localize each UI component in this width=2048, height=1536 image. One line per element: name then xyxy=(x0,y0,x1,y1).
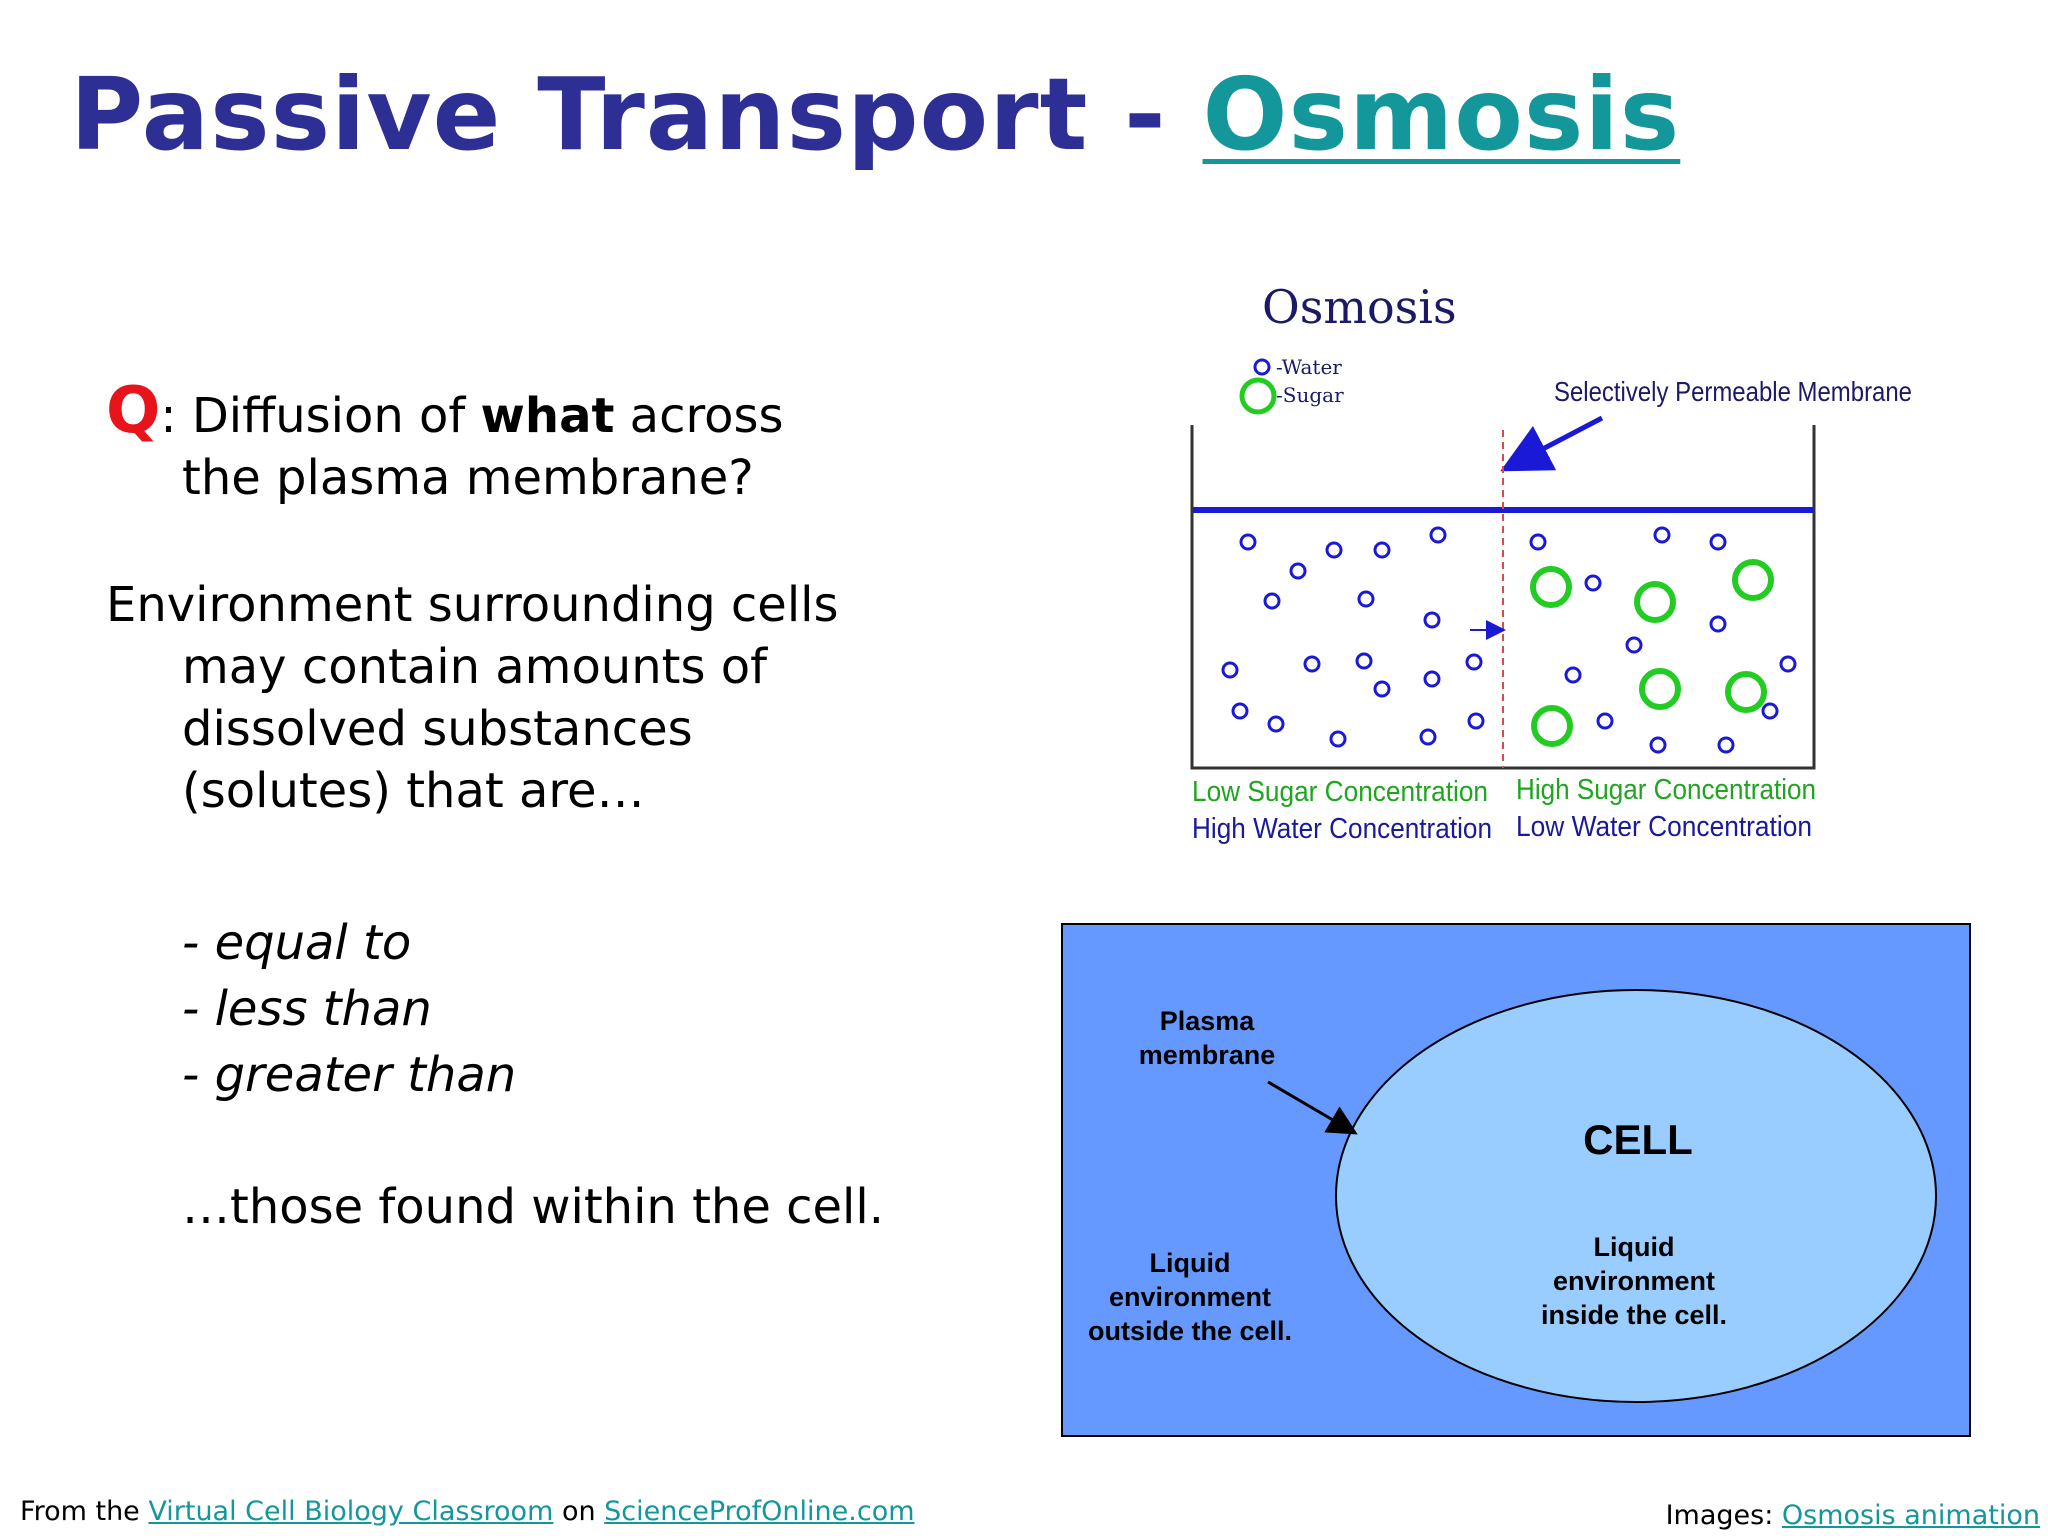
membrane-arrow xyxy=(1500,415,1604,472)
question-bold-word: what xyxy=(480,388,615,444)
legend-sugar-icon xyxy=(1239,377,1277,415)
inside-label-line-2: environment xyxy=(1553,1266,1715,1296)
footer-images-credit: Images: Osmosis animation xyxy=(1666,1500,2040,1531)
conclusion-text: …those found within the cell. xyxy=(182,1179,884,1235)
footer-on: on xyxy=(553,1496,605,1527)
osmosis-diagram-title: Osmosis xyxy=(1262,280,1457,334)
right-sugar-concentration-label: High Sugar Concentration xyxy=(1516,774,1816,806)
comparison-options: - equal to - less than - greater than xyxy=(182,910,516,1108)
question-block: Q: Diffusion of what across the plasma m… xyxy=(106,379,784,509)
outside-label-line-2: environment xyxy=(1109,1282,1271,1312)
title-osmosis-link[interactable]: Osmosis xyxy=(1202,56,1681,173)
membrane-label: Selectively Permeable Membrane xyxy=(1554,376,1912,407)
footer-virtual-cell-link[interactable]: Virtual Cell Biology Classroom xyxy=(148,1496,554,1527)
osmosis-diagram: Osmosis -Water -Sugar Selectively Permea… xyxy=(1190,280,1912,845)
slide-title: Passive Transport - Osmosis xyxy=(70,56,1680,173)
question-line-2: the plasma membrane? xyxy=(182,450,754,506)
environment-line-2: may contain amounts of xyxy=(182,639,767,695)
cell-body xyxy=(1335,989,1937,1403)
left-sugar-concentration-label: Low Sugar Concentration xyxy=(1192,776,1488,808)
footer-from-the: From the xyxy=(20,1496,149,1527)
legend-water-label: -Water xyxy=(1276,355,1342,379)
question-text: : Diffusion of xyxy=(160,388,481,444)
water-molecules-right xyxy=(1529,526,1797,754)
footer-osmosis-animation-link[interactable]: Osmosis animation xyxy=(1781,1500,2040,1531)
environment-line-4: (solutes) that are… xyxy=(182,763,645,819)
footer-scienceprof-link[interactable]: ScienceProfOnline.com xyxy=(604,1496,915,1527)
environment-paragraph: Environment surrounding cells may contai… xyxy=(106,574,839,822)
title-prefix: Passive Transport - xyxy=(70,56,1203,173)
cell-diagram: Plasma membrane CELL Liquid environment … xyxy=(1061,923,1971,1437)
environment-line-3: dissolved substances xyxy=(182,701,693,757)
water-molecules-left xyxy=(1221,526,1485,748)
sugar-molecules-right xyxy=(1530,559,1774,747)
legend-sugar-label: -Sugar xyxy=(1276,383,1344,407)
plasma-membrane-label-line-2: membrane xyxy=(1139,1040,1276,1070)
footer-source: From the Virtual Cell Biology Classroom … xyxy=(20,1496,915,1527)
left-water-concentration-label: High Water Concentration xyxy=(1192,813,1492,845)
option-equal: - equal to xyxy=(182,915,412,971)
beaker-container xyxy=(1190,425,1816,770)
footer-images-label: Images: xyxy=(1665,1500,1782,1531)
option-greater: - greater than xyxy=(182,1047,517,1103)
plasma-membrane-arrow xyxy=(1267,1080,1358,1135)
cell-label: CELL xyxy=(1583,1116,1693,1163)
question-text-end: across xyxy=(614,388,784,444)
inside-label-line-1: Liquid xyxy=(1594,1232,1675,1262)
option-less: - less than xyxy=(182,981,432,1037)
inside-label-line-3: inside the cell. xyxy=(1541,1300,1727,1330)
question-line-1: Q: Diffusion of what across xyxy=(106,379,784,447)
outside-label-line-1: Liquid xyxy=(1150,1248,1231,1278)
environment-line-1: Environment surrounding cells xyxy=(106,577,839,633)
right-water-concentration-label: Low Water Concentration xyxy=(1516,811,1812,843)
legend-water-icon xyxy=(1253,358,1271,376)
plasma-membrane-label-line-1: Plasma xyxy=(1160,1006,1256,1036)
outside-label-line-3: outside the cell. xyxy=(1088,1316,1292,1346)
question-q-letter: Q xyxy=(106,374,161,448)
